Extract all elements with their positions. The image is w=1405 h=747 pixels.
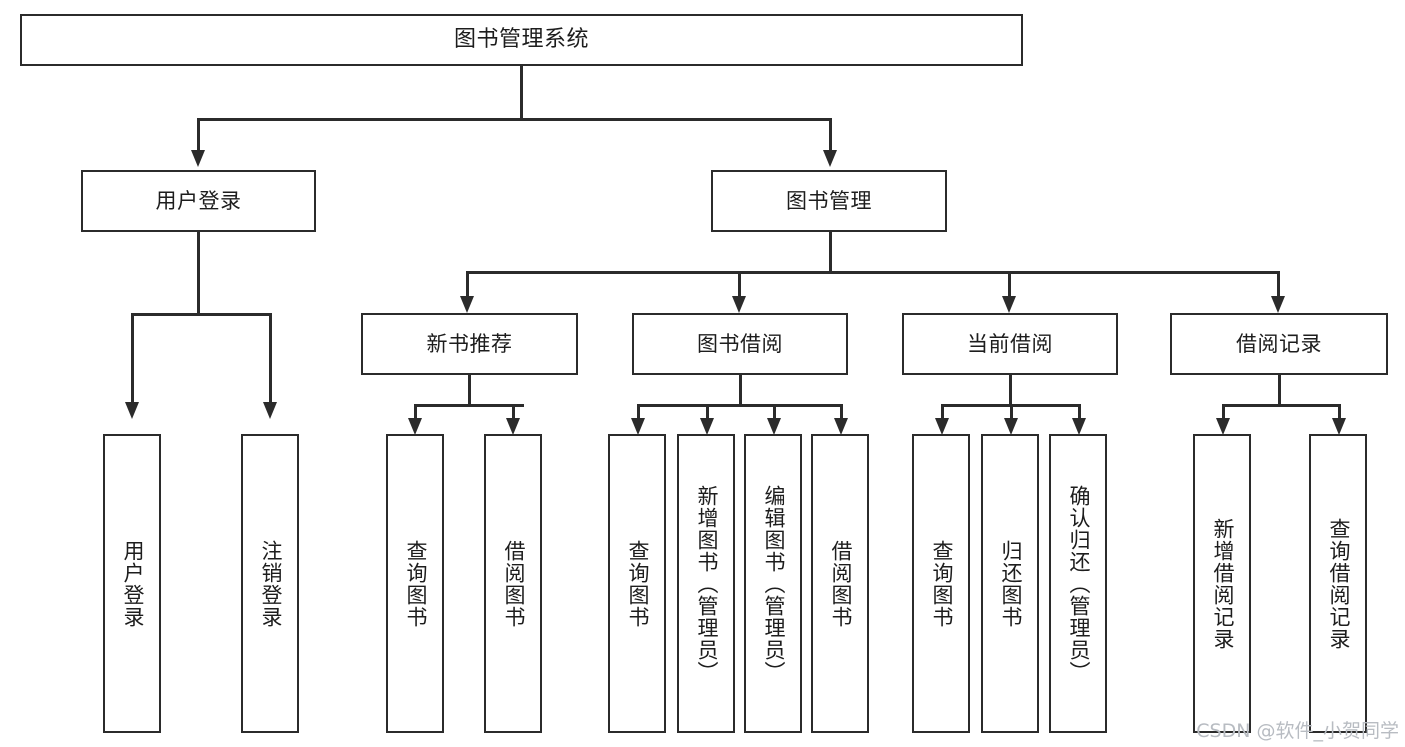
node-leaf-borrow-book[interactable]: 借阅图书 [811,434,869,733]
node-label: 当前借阅 [967,331,1053,356]
node-label: 借阅图书 [501,539,526,628]
node-label: 新增图书（管理员） [694,484,719,683]
connector-book-borrow-leaf-3 [773,404,776,420]
node-leaf-add-book-admin[interactable]: 新增图书（管理员） [677,434,735,733]
arrowhead-to-user-login [191,150,205,167]
node-label: 图书借阅 [697,331,783,356]
connector-root-stem [520,66,523,120]
node-label: 图书管理 [786,188,872,213]
arrowhead-to-book-borrow [732,296,746,313]
node-label: 查询借阅记录 [1326,517,1351,650]
node-label: 确认归还（管理员） [1066,484,1091,683]
node-label: 借阅记录 [1236,331,1322,356]
connector-current-borrow-leaf-2 [1010,404,1013,420]
node-label: 新书推荐 [426,331,513,356]
node-new-book-recommend[interactable]: 新书推荐 [361,313,578,375]
node-leaf-query-book-current[interactable]: 查询图书 [912,434,970,733]
node-leaf-edit-book-admin[interactable]: 编辑图书（管理员） [744,434,802,733]
arrowhead-user-login-leaf-1 [125,402,139,419]
arrowhead-user-login-leaf-2 [263,402,277,419]
node-leaf-borrow-book-recommend[interactable]: 借阅图书 [484,434,542,733]
connector-borrow-record-leaf-2 [1338,404,1341,420]
connector-level2-bus [197,118,831,121]
node-label: 用户登录 [120,539,145,628]
connector-book-borrow-leaf-2 [706,404,709,420]
node-label: 查询图书 [625,539,650,628]
connector-to-book-manage [829,118,832,151]
connector-borrow-record-stem [1278,375,1281,406]
node-root-book-management-system[interactable]: 图书管理系统 [20,14,1023,66]
node-label: 编辑图书（管理员） [761,484,786,683]
arrowhead-new-book-leaf-1 [408,418,422,435]
node-label: 借阅图书 [828,539,853,628]
arrowhead-to-borrow-record [1271,296,1285,313]
arrowhead-current-borrow-leaf-2 [1004,418,1018,435]
connector-to-current-borrow [1008,271,1011,299]
arrowhead-current-borrow-leaf-1 [935,418,949,435]
arrowhead-to-new-book [460,296,474,313]
connector-book-borrow-bus [637,404,842,407]
connector-borrow-record-bus [1222,404,1340,407]
connector-current-borrow-leaf-3 [1078,404,1081,420]
node-book-management[interactable]: 图书管理 [711,170,947,232]
connector-book-manage-stem [829,232,832,273]
connector-current-borrow-stem [1009,375,1012,406]
node-label: 用户登录 [155,188,242,213]
node-label: 图书管理系统 [453,27,589,53]
node-label: 注销登录 [258,539,283,628]
node-label: 查询图书 [403,539,428,628]
node-leaf-return-book[interactable]: 归还图书 [981,434,1039,733]
connector-level3-bus [466,271,1279,274]
node-label: 新增借阅记录 [1210,517,1235,650]
node-book-borrow[interactable]: 图书借阅 [632,313,848,375]
node-user-login[interactable]: 用户登录 [81,170,316,232]
connector-to-user-login [197,118,200,151]
node-leaf-query-book-borrow[interactable]: 查询图书 [608,434,666,733]
arrowhead-new-book-leaf-2 [506,418,520,435]
arrowhead-borrow-record-leaf-1 [1216,418,1230,435]
node-label: 归还图书 [998,539,1023,628]
connector-new-book-leaf-1 [414,404,417,420]
node-current-borrow[interactable]: 当前借阅 [902,313,1118,375]
connector-new-book-leaf-2 [512,404,515,420]
connector-to-new-book [466,271,469,299]
node-leaf-confirm-return-admin[interactable]: 确认归还（管理员） [1049,434,1107,733]
node-borrow-record[interactable]: 借阅记录 [1170,313,1388,375]
connector-user-login-leaf-1 [131,313,134,403]
arrowhead-book-borrow-leaf-2 [700,418,714,435]
connector-borrow-record-leaf-1 [1222,404,1225,420]
arrowhead-book-borrow-leaf-3 [767,418,781,435]
arrowhead-to-current-borrow [1002,296,1016,313]
connector-user-login-bus [131,313,269,316]
node-leaf-logout[interactable]: 注销登录 [241,434,299,733]
node-leaf-user-login[interactable]: 用户登录 [103,434,161,733]
node-label: 查询图书 [929,539,954,628]
connector-book-borrow-stem [739,375,742,406]
arrowhead-book-borrow-leaf-4 [834,418,848,435]
arrowhead-to-book-manage [823,150,837,167]
connector-user-login-leaf-2 [269,313,272,403]
arrowhead-current-borrow-leaf-3 [1072,418,1086,435]
csdn-watermark: CSDN @软件_小贺同学 [1196,720,1399,742]
arrowhead-borrow-record-leaf-2 [1332,418,1346,435]
connector-new-book-stem [468,375,471,406]
connector-to-book-borrow [738,271,741,299]
connector-user-login-stem [197,232,200,315]
connector-book-borrow-leaf-4 [840,404,843,420]
connector-current-borrow-leaf-1 [941,404,944,420]
node-leaf-query-borrow-record[interactable]: 查询借阅记录 [1309,434,1367,733]
connector-to-borrow-record [1277,271,1280,299]
node-leaf-add-borrow-record[interactable]: 新增借阅记录 [1193,434,1251,733]
connector-book-borrow-leaf-1 [637,404,640,420]
connector-new-book-bus [414,404,524,407]
arrowhead-book-borrow-leaf-1 [631,418,645,435]
node-leaf-query-book-recommend[interactable]: 查询图书 [386,434,444,733]
